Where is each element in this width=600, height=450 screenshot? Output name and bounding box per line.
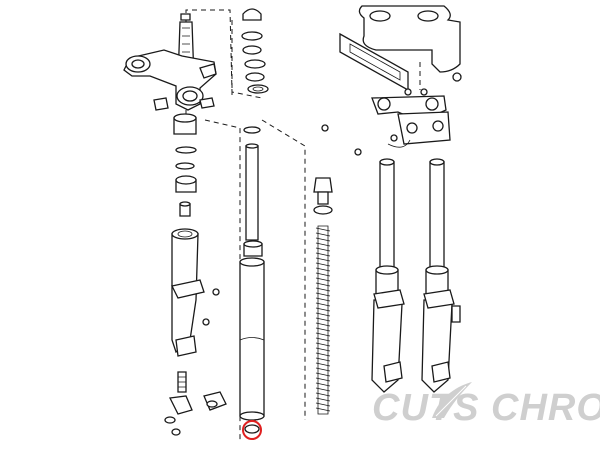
upper-triple-clamp: [339, 5, 462, 92]
fork-slider-left: [171, 228, 220, 357]
watermark-text: CUTS CHROME: [372, 387, 600, 429]
assembled-fork-right: [421, 158, 461, 393]
assembled-fork-left: [371, 158, 405, 393]
clamp-bolts: [321, 124, 411, 156]
fork-seal-and-bushings: [173, 113, 197, 217]
handlebar-clamp: [371, 88, 451, 145]
steering-bearing-stack: [241, 8, 269, 94]
highlighted-part: [242, 420, 262, 440]
fork-inner-tube: [239, 126, 265, 421]
lower-triple-clamp: [123, 13, 217, 111]
axle-hardware: [164, 371, 227, 436]
highlight-ring: [242, 420, 262, 440]
fork-spring-column: [313, 177, 333, 415]
fork-spring-coils: [315, 227, 331, 412]
feather-logo-icon: [432, 382, 472, 418]
